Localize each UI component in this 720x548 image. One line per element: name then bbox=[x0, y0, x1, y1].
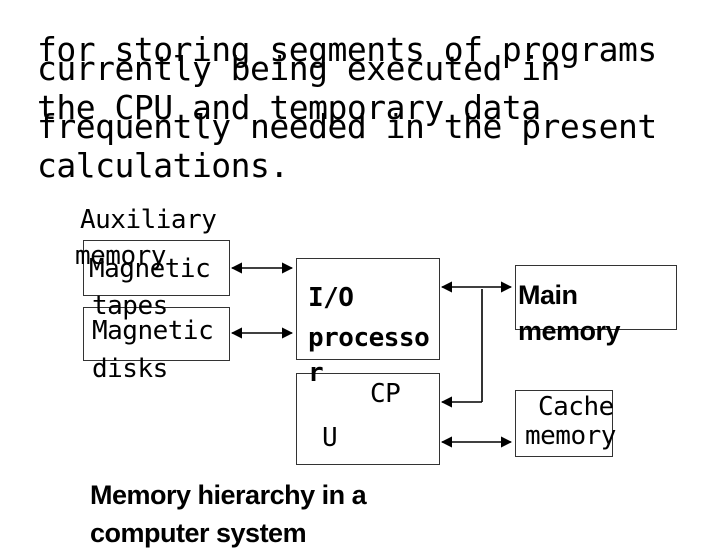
io-processor-box bbox=[296, 258, 440, 360]
cache-memory-label-2: memory bbox=[525, 421, 616, 451]
cpu-label-1: CP bbox=[370, 379, 401, 409]
magnetic-tapes-box bbox=[83, 240, 230, 296]
intro-line-3: the CPU and temporary data bbox=[37, 88, 541, 127]
io-processor-label-3: r bbox=[308, 358, 324, 388]
io-processor-label-2: processo bbox=[308, 323, 430, 353]
auxiliary-memory-label-1: Auxiliary bbox=[80, 205, 217, 235]
cpu-label-2: U bbox=[322, 423, 338, 453]
caption-line-1: Memory hierarchy in a bbox=[90, 480, 367, 510]
intro-line-4: frequently needed in the present bbox=[37, 107, 657, 146]
cache-memory-label-1: Cache bbox=[538, 392, 614, 422]
magnetic-tapes-label-2: tapes bbox=[92, 291, 168, 321]
main-memory-label-2: memory bbox=[518, 316, 621, 346]
auxiliary-memory-label-2: memory bbox=[75, 241, 166, 271]
magnetic-disks-box bbox=[83, 307, 230, 361]
main-memory-box bbox=[515, 265, 677, 330]
main-memory-label-1: Main bbox=[518, 280, 578, 310]
cpu-box bbox=[296, 373, 440, 465]
intro-line-2: currently being executed in bbox=[37, 49, 560, 88]
magnetic-disks-label-2: disks bbox=[92, 354, 168, 384]
intro-line-5: calculations. bbox=[37, 146, 289, 185]
io-processor-label-1: I/O bbox=[308, 283, 354, 313]
magnetic-tapes-label-1: Magnetic bbox=[89, 254, 211, 284]
caption-line-2: computer system bbox=[90, 518, 307, 548]
intro-line-1: for storing segments of programs bbox=[37, 30, 657, 69]
magnetic-disks-label-1: Magnetic bbox=[92, 316, 214, 346]
cache-memory-box bbox=[515, 390, 613, 457]
